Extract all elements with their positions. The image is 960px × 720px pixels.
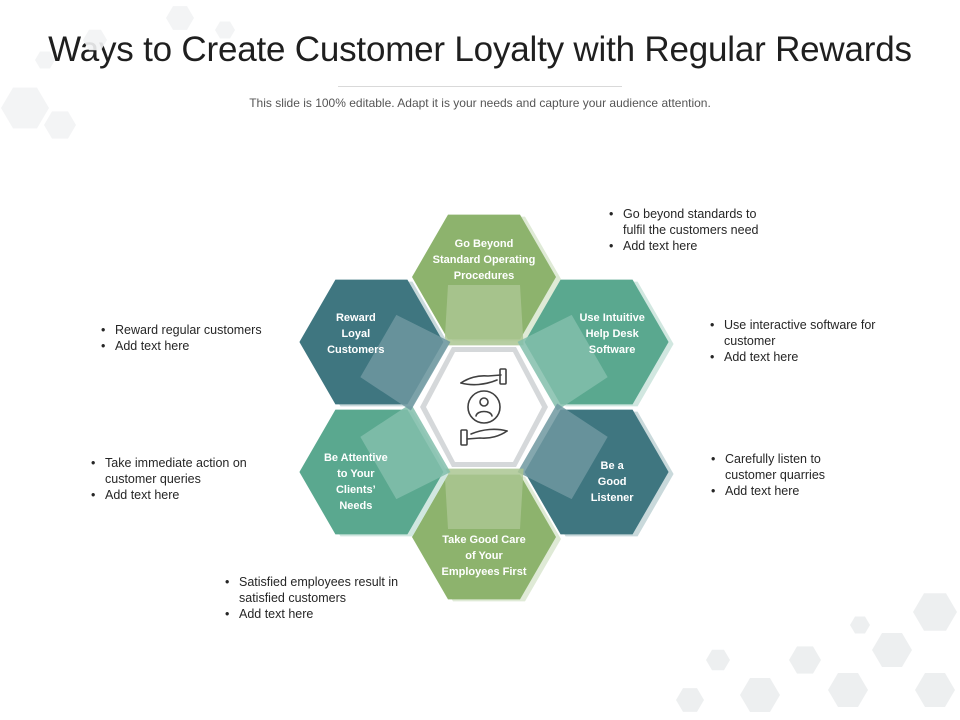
note-lower-right: Carefully listen to customer quarries Ad…: [711, 451, 861, 499]
segment-label-line: Procedures: [454, 270, 515, 282]
segment-label-line: Be Attentive: [324, 452, 388, 464]
note-item: Reward regular customers: [101, 322, 291, 338]
segment-label-line: Software: [589, 344, 635, 356]
background-hex-pattern-bottom-right: [676, 593, 957, 712]
note-top: Go beyond standards to fulfil the custom…: [609, 206, 779, 254]
slide-subtitle: This slide is 100% editable. Adapt it is…: [249, 96, 711, 110]
segment-label-line: Customers: [327, 344, 384, 356]
segment-facet: [444, 468, 524, 529]
segment-label-line: Use Intuitive: [579, 312, 644, 324]
segment-label-line: Take Good Care: [442, 534, 526, 546]
segment-label-line: of Your: [465, 550, 503, 562]
segment-facet: [517, 403, 608, 500]
note-upper-left: Reward regular customers Add text here: [101, 322, 291, 354]
note-item: Add text here: [101, 338, 291, 354]
note-item: Add text here: [711, 483, 861, 499]
center-hexagon: [420, 347, 548, 467]
segment-label-line: Needs: [339, 500, 372, 512]
segment-label-line: to Your: [337, 468, 375, 480]
hands-holding-person-icon: [460, 368, 508, 446]
note-item: Use interactive software for customer: [710, 317, 880, 349]
note-lower-left: Take immediate action on customer querie…: [91, 455, 271, 503]
note-bottom: Satisfied employees result in satisfied …: [225, 574, 425, 622]
segment-label-line: Standard Operating: [433, 254, 536, 266]
note-item: Satisfied employees result in satisfied …: [225, 574, 425, 606]
segment-label-line: Be a: [601, 460, 625, 472]
segment-label-line: Reward: [336, 312, 376, 324]
segment-label-line: Clients’: [336, 484, 376, 496]
segment-facet: [360, 403, 451, 500]
segment-label-line: Go Beyond: [455, 238, 514, 250]
segment-label-line: Employees First: [442, 566, 527, 578]
note-item: Carefully listen to customer quarries: [711, 451, 861, 483]
segment-label-line: Loyal: [341, 328, 370, 340]
note-item: Go beyond standards to fulfil the custom…: [609, 206, 779, 238]
note-item: Add text here: [225, 606, 425, 622]
note-item: Add text here: [609, 238, 779, 254]
segment-facet: [360, 314, 451, 411]
segment-label-line: Good: [598, 476, 627, 488]
segment-facet: [444, 285, 524, 346]
background-hex-pattern-top-left: [0, 6, 235, 139]
note-upper-right: Use interactive software for customer Ad…: [710, 317, 880, 365]
segment-label-line: Listener: [591, 492, 635, 504]
segment-label-line: Help Desk: [586, 328, 640, 340]
title-divider: [338, 86, 622, 87]
note-item: Add text here: [710, 349, 880, 365]
slide-title: Ways to Create Customer Loyalty with Reg…: [48, 30, 912, 69]
segment-facet: [517, 314, 608, 411]
note-item: Add text here: [91, 487, 271, 503]
note-item: Take immediate action on customer querie…: [91, 455, 271, 487]
